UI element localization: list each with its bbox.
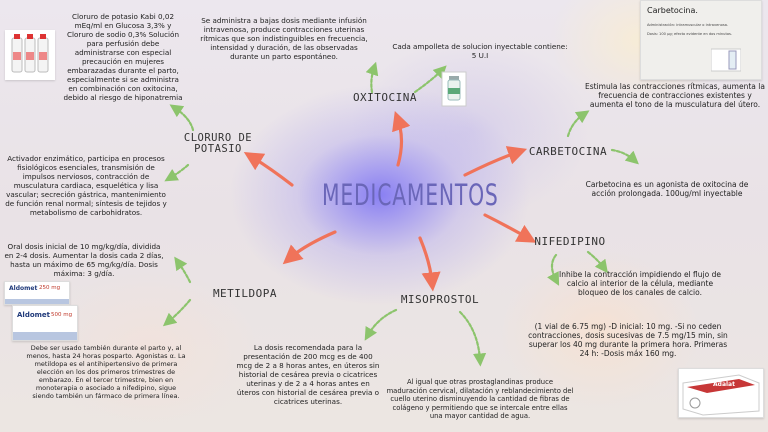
text-misoprostol-mecanismo: Al igual que otras prostaglandinas produ… — [386, 378, 574, 420]
image-aldomet-box-1: Aldomet 250 mg — [4, 281, 70, 305]
text-metildopa-dosis: Oral dosis inicial de 10 mg/kg/día, divi… — [4, 242, 164, 278]
image-aldomet-box-2: Aldomet 500 mg — [12, 305, 78, 341]
text-nifedipino-inhibe: Inhibe la contracción impidiendo el fluj… — [559, 270, 721, 297]
carbetocina-card-line2: Dosis: 100 μg; efecto evidente en dos mi… — [647, 32, 733, 36]
text-nifedipino-dosis: (1 vial de 6.75 mg) -D inicial: 10 mg. -… — [528, 322, 728, 358]
text-carbetocina-agonista: Carbetocina es un agonista de oxitocina … — [585, 180, 749, 198]
main-arrows — [243, 110, 537, 292]
text-misoprostol-dosis: La dosis recomendada para la presentació… — [236, 343, 380, 406]
aldomet-box-1-dose: 250 mg — [39, 285, 61, 291]
carbetocina-card-line1: Administración: intramuscular o intraven… — [647, 23, 729, 27]
arrow-to-oxitocina — [392, 110, 411, 167]
aldomet-box-2-brand: Aldomet — [17, 311, 51, 319]
node-misoprostol: MISOPROSTOL — [400, 293, 480, 306]
aldomet-box-2-stripe — [13, 332, 77, 340]
node-carbetocina: CARBETOCINA — [528, 145, 608, 158]
adalat-box-brand: Adalat — [713, 381, 735, 388]
carbetocina-vial-icon — [710, 47, 742, 73]
arrow-to-cloruro — [243, 151, 294, 187]
carbetocina-card-title: Carbetocina. — [647, 6, 698, 15]
node-nifedipino: NIFEDIPINO — [534, 235, 606, 248]
text-metildopa-uso: Debe ser usado también durante el parto … — [26, 344, 186, 400]
arrow-to-carbetocina — [463, 146, 528, 177]
text-cloruro-activador: Activador enzimático, participa en proce… — [5, 154, 167, 217]
aldomet-box-1-stripe — [5, 299, 69, 304]
arrow-to-metildopa — [282, 230, 337, 265]
text-oxitocina-admin: Se administra a bajas dosis mediante inf… — [200, 16, 368, 61]
arrow-to-misoprostol — [418, 236, 441, 292]
aldomet-box-1-brand: Aldomet — [9, 285, 38, 292]
image-potassium-bottles — [5, 30, 55, 80]
arrow-to-nifedipino — [483, 213, 537, 243]
image-adalat-box: Adalat — [678, 368, 764, 418]
image-carbetocina-card: Carbetocina. Administración: intramuscul… — [640, 0, 762, 80]
node-metildopa: METILDOPA — [212, 287, 278, 300]
node-oxitocina: OXITOCINA — [352, 91, 418, 104]
node-cloruro: CLORURO DE POTASIO — [183, 132, 253, 155]
sub-arrows — [162, 61, 639, 367]
text-carbetocina-estimula: Estimula las contracciones rítmicas, aum… — [585, 82, 765, 109]
central-title: MEDICAMENTOS — [322, 178, 499, 212]
aldomet-box-2-dose: 500 mg — [51, 312, 73, 318]
image-oxitocina-vial — [438, 70, 470, 108]
text-cloruro-presentacion: Cloruro de potasio Kabi 0,02 mEq/ml en G… — [63, 12, 183, 102]
text-oxitocina-ampolleta: Cada ampolleta de solucion inyectable co… — [392, 42, 568, 60]
